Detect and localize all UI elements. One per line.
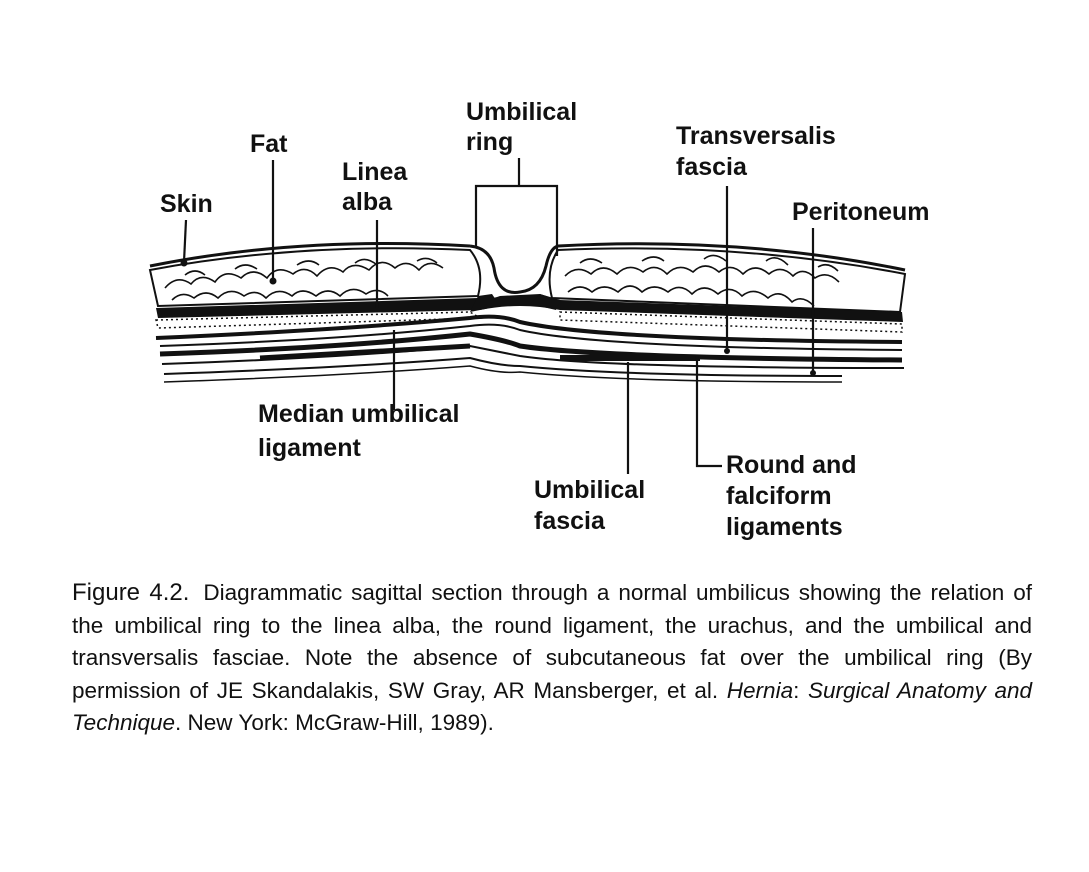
label-umbilical-fascia: Umbilical fascia <box>534 476 652 535</box>
label-median-umbilical-ligament: Median umbilical ligament <box>258 400 466 462</box>
subcutaneous-fat-layer <box>148 247 907 314</box>
label-round-and-falciform-ligaments: Round and falciform ligaments <box>726 451 863 541</box>
label-peritoneum: Peritoneum <box>792 198 930 226</box>
figure-caption: Figure 4.2.Diagrammatic sagittal section… <box>72 577 1032 740</box>
label-fat: Fat <box>250 130 288 158</box>
label-umbilical-ring: Umbilical ring <box>466 98 584 156</box>
umbilicus-sagittal-section-diagram: Skin Fat Linea alba Umbilical ring Trans… <box>148 98 930 541</box>
leader-umbilical-ring-bracket <box>474 158 559 256</box>
label-linea-alba: Linea alba <box>342 158 414 216</box>
label-skin: Skin <box>160 190 213 218</box>
leader-skin <box>182 219 188 263</box>
caption-text: Diagrammatic sagittal section through a … <box>72 580 1032 703</box>
caption-book-subtitle: Surgical Anatomy and Technique <box>72 677 1032 736</box>
umbilical-ring-depression <box>469 244 559 294</box>
caption-book-title: Hernia <box>726 677 794 703</box>
caption-colon: : <box>793 677 808 703</box>
skin-layer <box>149 242 906 272</box>
fascia-layers <box>155 314 905 383</box>
label-transversalis-fascia: Transversalis fascia <box>676 122 843 181</box>
leader-round-falciform <box>695 356 722 468</box>
caption-publisher: . New York: McGraw-Hill, 1989). <box>175 710 494 735</box>
figure-number: Figure 4.2. <box>72 579 190 606</box>
leader-lines <box>182 158 815 474</box>
